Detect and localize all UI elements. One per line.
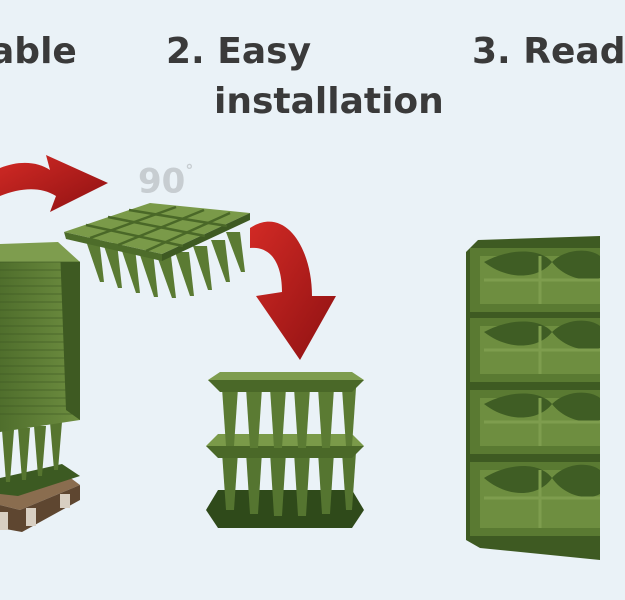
stacked-crates-pile (0, 242, 80, 532)
crate-wall-row (470, 462, 600, 536)
step-2-heading-line-2: installation (214, 81, 444, 122)
step-1-heading: able (0, 31, 77, 72)
rotation-unit: ° (185, 161, 194, 180)
crate-wall-row (470, 318, 600, 382)
step-3-heading: 3. Read (472, 31, 625, 72)
illustration (0, 155, 600, 560)
rotation-value: 90 (138, 161, 186, 202)
single-crate-tray (64, 203, 250, 298)
curved-arrow-down-icon (250, 221, 336, 360)
assembled-crate-stack (206, 372, 364, 528)
crate-wall-row (470, 390, 600, 454)
crate-wall-row (470, 248, 600, 312)
rotation-label: 90° (138, 155, 193, 201)
curved-arrow-right-icon (0, 155, 108, 212)
step-2-heading: 2. Easy (166, 31, 312, 72)
crate-wall (466, 236, 600, 560)
